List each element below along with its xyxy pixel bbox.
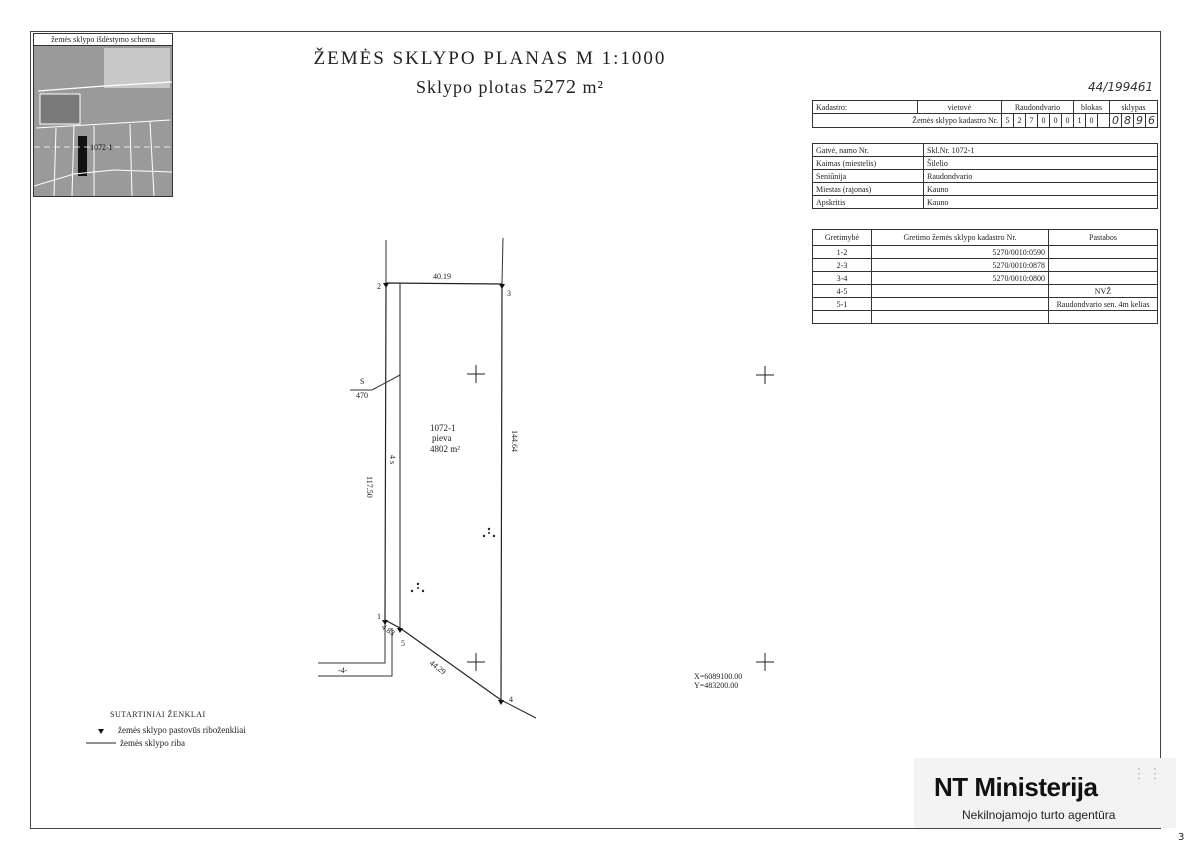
area-prefix: Sklypo plotas: [416, 77, 528, 97]
cadastre-digit: 2: [1013, 113, 1026, 128]
parcel-id-label: 1072-1: [430, 423, 456, 433]
road-line: [318, 620, 386, 664]
dimension-top: 40.19: [433, 272, 451, 281]
s-value: 470: [356, 391, 368, 400]
area-value: 5272: [533, 76, 578, 98]
grid-coordinates: X=6089100.00 Y=483200.00: [694, 672, 742, 690]
grid-cross-icon: [467, 365, 485, 383]
dimension-bottom: 44.29: [428, 658, 448, 676]
coordinate-y: Y=483200.00: [694, 681, 739, 690]
cadastre-table: Kadastro: vietovė Raudondvario blokas sk…: [812, 100, 1158, 128]
point-label: 4: [509, 695, 513, 704]
location-scheme: žemės sklypo išdėstymo schema 1072-1: [33, 33, 173, 197]
road-width-label: 4 s: [388, 455, 397, 464]
legend-marker-icon: [98, 729, 104, 734]
scheme-parcel-label: 1072-1: [90, 143, 113, 152]
plan-title: ŽEMĖS SKLYPO PLANAS M 1:1000: [313, 48, 667, 69]
boundary-marker-icon: [382, 620, 388, 625]
meadow-symbol-icon: [410, 582, 425, 593]
road-code-label: -4-: [338, 666, 348, 675]
parcel-area-line: Sklypo plotas 5272 m²: [360, 76, 660, 99]
extension-line: [500, 699, 537, 719]
cadastre-hand-digit: 6: [1145, 113, 1158, 128]
location-scheme-image: 1072-1: [34, 46, 172, 196]
grid-cross-icon: [756, 366, 774, 384]
agency-tagline: Nekilnojamojo turto agentūra: [962, 808, 1116, 822]
area-unit: m²: [582, 77, 604, 97]
dimension-right: 144.64: [510, 430, 519, 452]
meadow-symbol-icon: [482, 527, 496, 538]
neighbors-row: 5-1 Raudondvario sen. 4m kelias: [812, 297, 1158, 311]
boundary-marker-icon: [498, 700, 504, 705]
neighbors-row: [812, 310, 1158, 324]
legend-item-boundary: žemės sklypo riba: [120, 738, 185, 748]
address-row: Gatvė, namo Nr.Skl.Nr. 1072-1: [812, 143, 1158, 157]
agency-logo: NT Ministerija Nekilnojamojo turto agent…: [914, 758, 1176, 828]
parcel-boundary: [384, 282, 503, 702]
point-label: 3: [507, 289, 511, 298]
coordinate-x: X=6089100.00: [694, 672, 743, 681]
sheet-border: [30, 31, 1161, 829]
grid-cross-icon: [467, 653, 485, 671]
page-mark: 3: [1178, 832, 1185, 843]
agency-name: NT Ministerija: [934, 772, 1098, 802]
road-line: [318, 628, 393, 677]
boundary-marker-icon: [397, 628, 403, 633]
point-label: 2: [377, 282, 381, 291]
address-value: Kauno: [923, 195, 1158, 209]
neighbors-header-row: Gretimybė Gretimo žemės sklypo kadastro …: [812, 229, 1158, 246]
boundary-marker-icon: [499, 284, 505, 289]
point-label: 1: [377, 612, 381, 621]
handwritten-reference: 44/199461: [1088, 80, 1154, 94]
legend-title: SUTARTINIAI ŽENKLAI: [110, 710, 206, 719]
address-table: Gatvė, namo Nr.Skl.Nr. 1072-1 Kaimas (mi…: [812, 143, 1158, 209]
neighbors-cell: [1048, 310, 1158, 324]
cadastre-digit: 0: [1061, 113, 1074, 128]
dots-pattern-icon: ⋮⋮: [1132, 766, 1164, 782]
extension-line: [501, 237, 504, 285]
address-row: Kaimas (miestelis)Šilelio: [812, 156, 1158, 170]
point-label: 5: [401, 639, 405, 648]
boundary-marker-icon: [383, 283, 389, 288]
grid-cross-icon: [756, 653, 774, 671]
leader-line: [350, 374, 401, 391]
legend-item-markers: žemės sklypo pastovūs riboženkliai: [118, 725, 246, 735]
s-label: S: [360, 377, 364, 386]
parcel-use-label: pieva: [432, 433, 452, 443]
dimension-left: 117.50: [365, 476, 374, 498]
parcel-area-label: 4802 m²: [430, 444, 460, 454]
cadastre-hand-digit: 0: [1109, 113, 1122, 128]
neighbors-table: Gretimybė Gretimo žemės sklypo kadastro …: [812, 229, 1158, 324]
cadastre-number-label: Žemės sklypo kadastro Nr.: [812, 113, 1002, 128]
location-scheme-title: žemės sklypo išdėstymo schema: [34, 34, 172, 46]
